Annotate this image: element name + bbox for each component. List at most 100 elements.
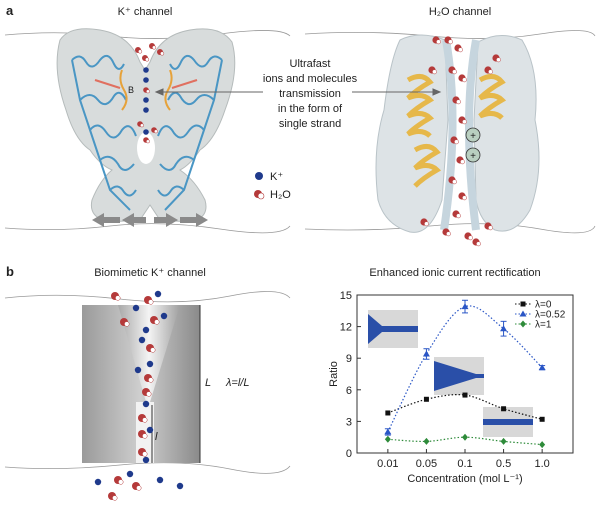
data-point bbox=[462, 433, 468, 441]
k-channel-protein bbox=[56, 28, 236, 227]
legend-water-label: H₂O bbox=[270, 189, 291, 201]
y-tick-label: 0 bbox=[346, 448, 352, 460]
water-molecule bbox=[420, 218, 429, 227]
panel-b-letter: b bbox=[6, 264, 14, 279]
water-molecule bbox=[111, 292, 121, 301]
water-molecule bbox=[448, 66, 457, 75]
data-point bbox=[539, 441, 546, 449]
water-molecule bbox=[150, 316, 160, 325]
pore-shape-inset bbox=[434, 357, 484, 395]
k-ion-legend-icon bbox=[255, 172, 263, 180]
x-tick-label: 0.05 bbox=[416, 458, 437, 470]
water-molecule bbox=[114, 476, 124, 485]
data-point bbox=[501, 406, 507, 412]
water-molecule bbox=[151, 127, 158, 134]
k-ion bbox=[154, 290, 162, 298]
water-molecule bbox=[138, 448, 148, 457]
k-ion bbox=[143, 67, 149, 73]
water-molecule bbox=[146, 344, 156, 353]
y-tick-label: 9 bbox=[346, 353, 352, 365]
water-molecule bbox=[149, 43, 157, 50]
legend-label: λ=1 bbox=[535, 320, 552, 331]
k-channel-particles bbox=[135, 43, 165, 144]
water-molecule bbox=[458, 116, 467, 125]
pore-shape-inset bbox=[368, 310, 418, 348]
data-point bbox=[385, 410, 391, 416]
label-lambda: λ=l/L bbox=[225, 377, 249, 389]
series-line bbox=[387, 305, 543, 433]
water-molecule bbox=[138, 430, 148, 439]
chart-legend: λ=0λ=0.52λ=1 bbox=[515, 300, 566, 331]
water-molecule bbox=[458, 74, 467, 83]
y-tick-label: 15 bbox=[340, 290, 352, 302]
k-ion bbox=[156, 476, 164, 484]
svg-text:+: + bbox=[470, 151, 476, 162]
data-point bbox=[500, 437, 507, 445]
k-channel-title: K⁺ channel bbox=[118, 6, 173, 18]
data-point bbox=[423, 437, 430, 445]
water-molecule bbox=[142, 388, 152, 397]
x-tick-label: 1.0 bbox=[534, 458, 549, 470]
water-channel-protein: + + bbox=[375, 34, 540, 233]
helix-ribbons-blue bbox=[71, 54, 223, 211]
data-point bbox=[538, 364, 546, 371]
k-ion bbox=[94, 478, 102, 486]
y-tick-label: 12 bbox=[340, 322, 352, 334]
water-molecule bbox=[492, 54, 501, 63]
pore-particles bbox=[94, 290, 184, 501]
series-0 bbox=[385, 392, 545, 422]
water-channel-helices bbox=[406, 74, 507, 188]
water-molecule bbox=[143, 137, 150, 144]
panel-a-letter: a bbox=[6, 3, 14, 18]
water-molecule bbox=[135, 47, 143, 54]
data-point bbox=[384, 428, 392, 435]
water-molecule bbox=[452, 210, 461, 219]
water-molecule bbox=[444, 36, 453, 45]
legend-label: λ=0 bbox=[535, 300, 552, 311]
x-tick-label: 0.01 bbox=[377, 458, 398, 470]
pore-shape-inset bbox=[483, 407, 533, 437]
legend-item: λ=0 bbox=[515, 300, 552, 311]
legend-item: λ=1 bbox=[515, 320, 552, 331]
biomimetic-title: Biomimetic K⁺ channel bbox=[94, 267, 206, 279]
data-point bbox=[520, 301, 526, 307]
k-ion bbox=[142, 326, 150, 334]
callout-text: Ultrafast ions and molecules transmissio… bbox=[263, 58, 358, 130]
water-molecule bbox=[144, 296, 154, 305]
data-point bbox=[520, 320, 526, 328]
data-point bbox=[539, 416, 545, 422]
x-axis-label: Concentration (mol L⁻¹) bbox=[407, 473, 522, 485]
x-tick-label: 0.5 bbox=[496, 458, 511, 470]
callout-line-3: transmission bbox=[279, 88, 341, 100]
callout-line-1: Ultrafast bbox=[290, 58, 331, 70]
k-ion bbox=[146, 360, 154, 368]
y-axis-label: Ratio bbox=[328, 361, 340, 387]
pore-helix-red bbox=[94, 79, 198, 89]
callout-arrows bbox=[154, 88, 442, 96]
k-ion bbox=[142, 456, 150, 464]
water-molecule bbox=[132, 482, 142, 491]
series-line bbox=[387, 394, 543, 420]
water-molecule bbox=[464, 232, 473, 241]
legend-label: λ=0.52 bbox=[535, 310, 566, 321]
k-ion bbox=[134, 366, 142, 374]
k-ion bbox=[176, 482, 184, 490]
label-b: B bbox=[128, 85, 134, 95]
water-molecule bbox=[456, 156, 465, 165]
callout-line-2: ions and molecules bbox=[263, 73, 358, 85]
data-point bbox=[519, 310, 527, 317]
water-molecule bbox=[484, 222, 493, 231]
y-tick-label: 3 bbox=[346, 416, 352, 428]
water-molecule bbox=[428, 66, 437, 75]
k-ion bbox=[132, 304, 140, 312]
k-ion bbox=[160, 312, 168, 320]
chart-title: Enhanced ionic current rectification bbox=[369, 267, 540, 279]
water-molecule bbox=[137, 121, 144, 128]
callout-line-5: single strand bbox=[279, 118, 341, 130]
water-molecule bbox=[432, 36, 441, 45]
water-molecule bbox=[458, 192, 467, 201]
legend-k-label: K⁺ bbox=[270, 171, 283, 183]
legend-item: λ=0.52 bbox=[515, 310, 566, 321]
